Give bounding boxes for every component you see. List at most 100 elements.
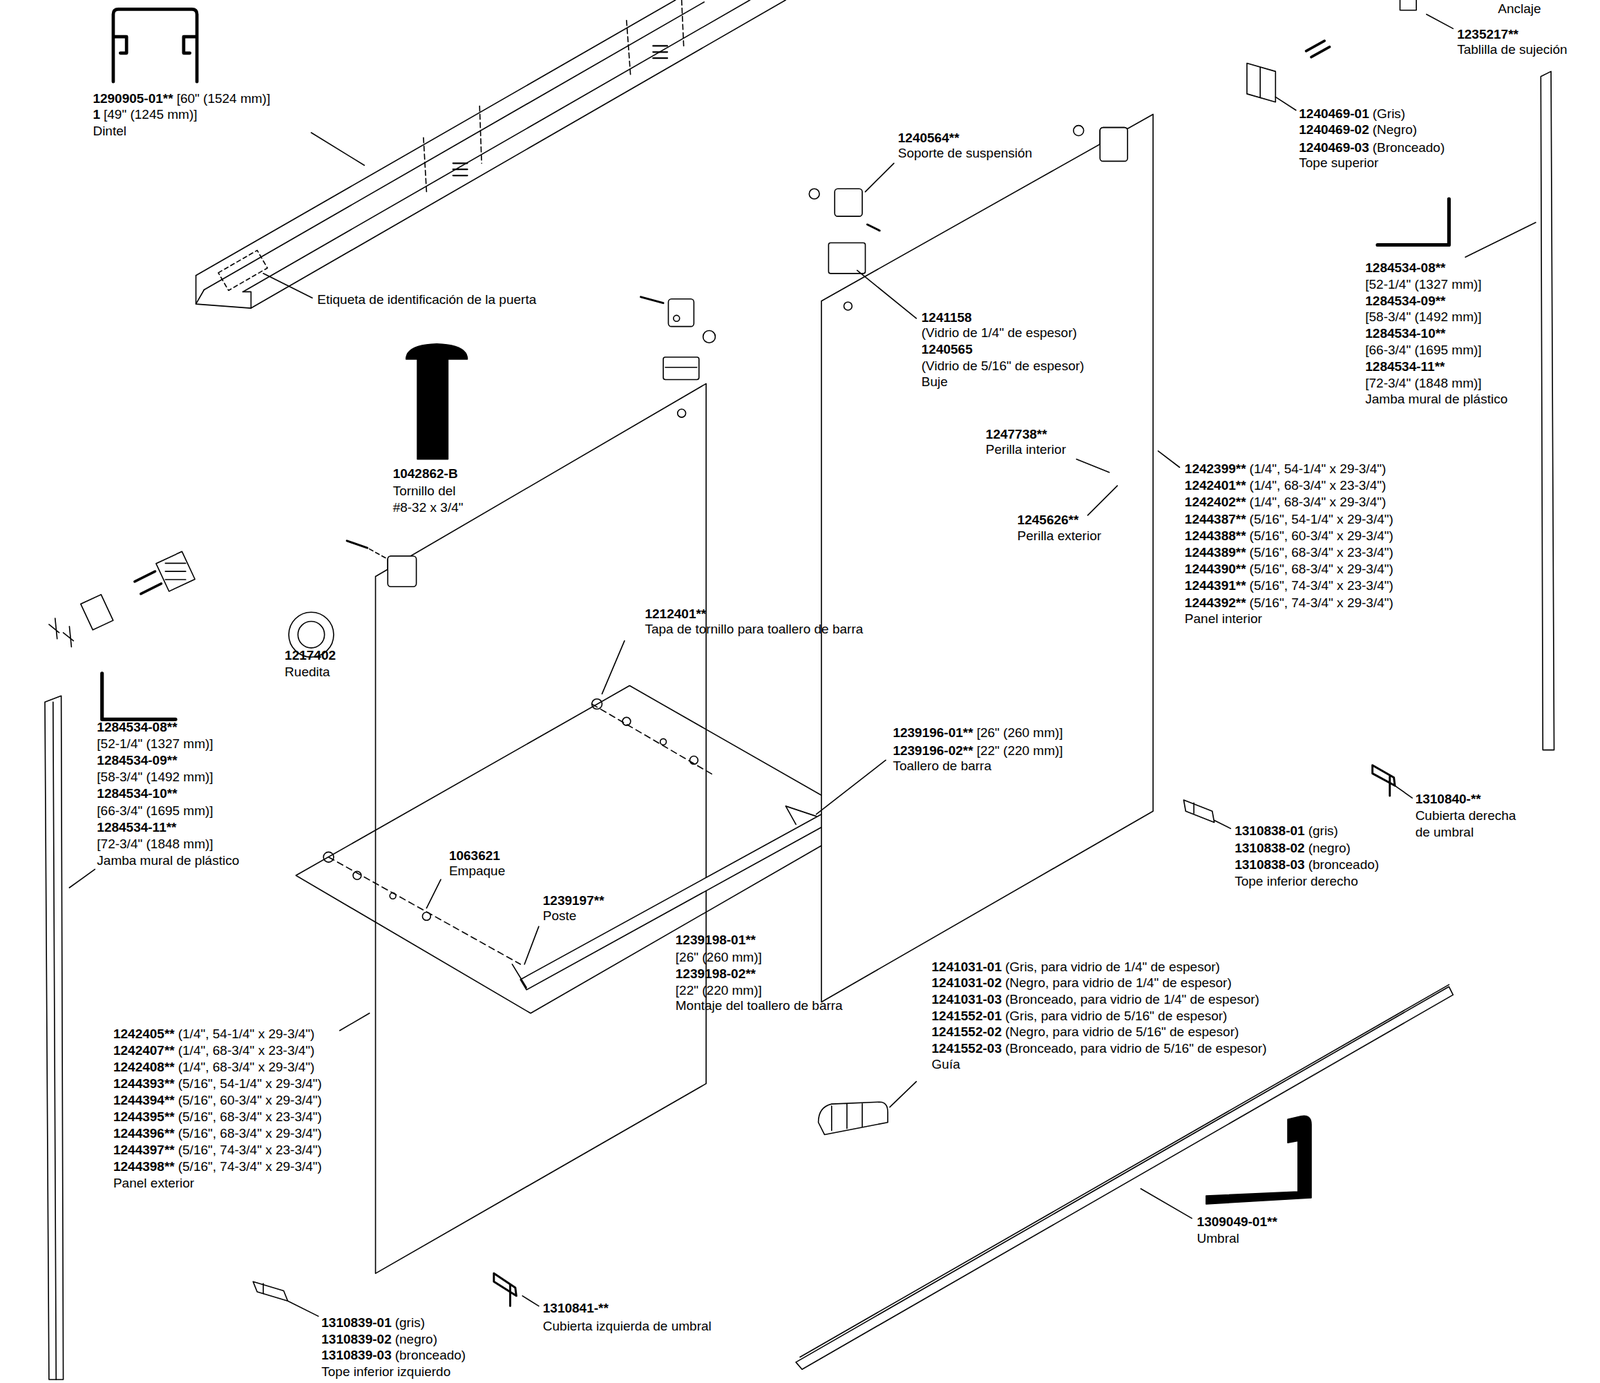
part-label: de umbral (1415, 825, 1475, 839)
part-label: Panel interior (1184, 612, 1263, 626)
part-number: 1244391** (1184, 578, 1247, 593)
part-label: [52-1/4" (1327 mm)] (1365, 277, 1482, 291)
part-number: 1244392** (1184, 596, 1247, 610)
part-label: Tope inferior izquierdo (321, 1365, 451, 1379)
part-number: 1310839-03 (321, 1348, 392, 1362)
part-label: (Bronceado) (1372, 140, 1446, 155)
part-label: [58-3/4" (1492 mm)] (1365, 310, 1482, 324)
towel-bar-plane (295, 686, 865, 1014)
part-number: 1309049-01** (1197, 1215, 1278, 1229)
part-label: (Bronceado, para vidrio de 1/4" de espes… (1005, 992, 1260, 1006)
part-label: (Negro, para vidrio de 1/4" de espesor) (1005, 976, 1232, 990)
part-number: 1310838-02 (1234, 841, 1305, 855)
part-number: 1244396** (113, 1126, 175, 1140)
part-number: 1241031-01 (931, 960, 1002, 974)
part-label: (5/16", 68-3/4" x 29-3/4") (178, 1126, 322, 1140)
part-label: Tablilla de sujeción (1456, 42, 1568, 56)
towel-bar (323, 699, 827, 990)
part-label: Tornillo del (393, 484, 456, 498)
part-label: Soporte de suspensión (898, 146, 1033, 160)
part-number: 1240564** (898, 131, 960, 145)
part-label: [26" (260 mm)] (976, 726, 1064, 740)
part-number: 1240565 (921, 342, 973, 356)
part-label: Tope inferior derecho (1234, 874, 1359, 888)
part-label: (5/16", 74-3/4" x 29-3/4") (1249, 596, 1394, 610)
part-label: (Gris, para vidrio de 5/16" de espesor) (1005, 1009, 1227, 1023)
part-number: 1284534-10** (96, 786, 177, 800)
part-label: (5/16", 68-3/4" x 29-3/4") (1249, 562, 1394, 576)
part-number: 1241552-01 (931, 1009, 1002, 1023)
jamb-profile (102, 673, 176, 720)
part-number: 1239198-01** (675, 933, 756, 947)
part-number: 1284534-11** (96, 820, 177, 834)
wall-jamb (1540, 71, 1554, 750)
part-label: (5/16", 60-3/4" x 29-3/4") (1249, 529, 1394, 543)
part-number: 1244395** (113, 1110, 175, 1124)
glass-panel (821, 113, 1154, 1002)
part-label: [72-3/4" (1848 mm)] (1365, 376, 1482, 390)
part-label: (5/16", 68-3/4" x 23-3/4") (1249, 545, 1394, 559)
threshold-profile (1206, 1115, 1312, 1205)
header-profile (113, 8, 197, 82)
part-number: 1242399** (1184, 462, 1247, 476)
part-label: (negro) (395, 1332, 438, 1346)
wall-jamb (44, 695, 64, 1380)
part-label: [66-3/4" (1695 mm)] (96, 804, 213, 818)
screw (406, 344, 468, 460)
part-number: 1241552-02 (931, 1025, 1002, 1039)
part-label: [49" (1245 mm)] (103, 107, 198, 121)
part-label: Tapa de tornillo para toallero de barra (644, 622, 863, 636)
part-label: [26" (260 mm)] (675, 950, 763, 964)
part-label: (Vidrio de 1/4" de espesor) (921, 326, 1078, 340)
part-number: 1310841-** (543, 1301, 609, 1315)
part-label: [52-1/4" (1327 mm)] (96, 737, 213, 751)
part-label: (Vidrio de 5/16" de espesor) (921, 359, 1085, 373)
part-label: Ruedita (284, 665, 331, 679)
part-label: (5/16", 54-1/4" x 29-3/4") (178, 1077, 322, 1091)
part-label: (1/4", 68-3/4" x 29-3/4") (178, 1060, 316, 1074)
part-number: 1245626** (1017, 513, 1080, 527)
part-label: [66-3/4" (1695 mm)] (1365, 343, 1482, 357)
part-number: 1310839-01 (321, 1316, 392, 1330)
part-number: 1242405** (113, 1027, 175, 1041)
part-number: 1239198-02** (675, 967, 756, 981)
glass-panel (375, 383, 707, 1274)
part-label: (1/4", 54-1/4" x 29-3/4") (1249, 462, 1387, 476)
part-label: (Negro, para vidrio de 5/16" de espesor) (1005, 1025, 1239, 1039)
part-number: 1241031-03 (931, 992, 1002, 1006)
part-label: [60" (1524 mm)] (176, 91, 271, 106)
part-label: Tope superior (1298, 156, 1379, 170)
part-label: (Bronceado, para vidrio de 5/16" de espe… (1005, 1041, 1268, 1055)
part-number: 1239196-01** (892, 726, 973, 740)
part-label: Jamba mural de plástico (96, 853, 240, 868)
part-label: (5/16", 74-3/4" x 23-3/4") (178, 1143, 322, 1157)
part-label: Cubierta izquierda de umbral (543, 1319, 712, 1333)
part-label: (5/16", 68-3/4" x 23-3/4") (178, 1110, 322, 1124)
part-label: Perilla interior (985, 442, 1066, 456)
part-label: (1/4", 68-3/4" x 29-3/4") (1249, 495, 1387, 509)
part-number: 1242407** (113, 1043, 175, 1057)
part-label: Jamba mural de plástico (1365, 392, 1508, 406)
part-label: Umbral (1197, 1231, 1240, 1245)
part-number: 1310839-02 (321, 1332, 392, 1346)
part-label: Poste (543, 909, 577, 923)
part-label: (Gris) (1372, 107, 1406, 121)
part-label: Cubierta derecha (1415, 808, 1517, 823)
part-number: 1310838-03 (1234, 858, 1305, 872)
part-label: (gris) (1308, 824, 1339, 838)
part-number: 1310838-01 (1234, 824, 1305, 838)
part-number: 1217402 (284, 648, 336, 662)
part-number: 1244387** (1184, 512, 1247, 526)
part-label: Buje (921, 375, 948, 389)
part-label: (1/4", 54-1/4" x 29-3/4") (178, 1027, 316, 1041)
part-number: 1244390** (1184, 562, 1247, 576)
part-label: (5/16", 74-3/4" x 23-3/4") (1249, 578, 1394, 593)
part-number: 1212401** (644, 607, 707, 621)
part-label: Guía (931, 1057, 961, 1071)
part-label: Etiqueta de identificación de la puerta (317, 292, 537, 307)
part-number: 1284534-10** (1365, 326, 1446, 340)
part-number: 1284534-08** (96, 720, 177, 734)
part-number: 1240469-01 (1298, 107, 1369, 121)
part-label: (Gris, para vidrio de 1/4" de espesor) (1005, 960, 1221, 974)
